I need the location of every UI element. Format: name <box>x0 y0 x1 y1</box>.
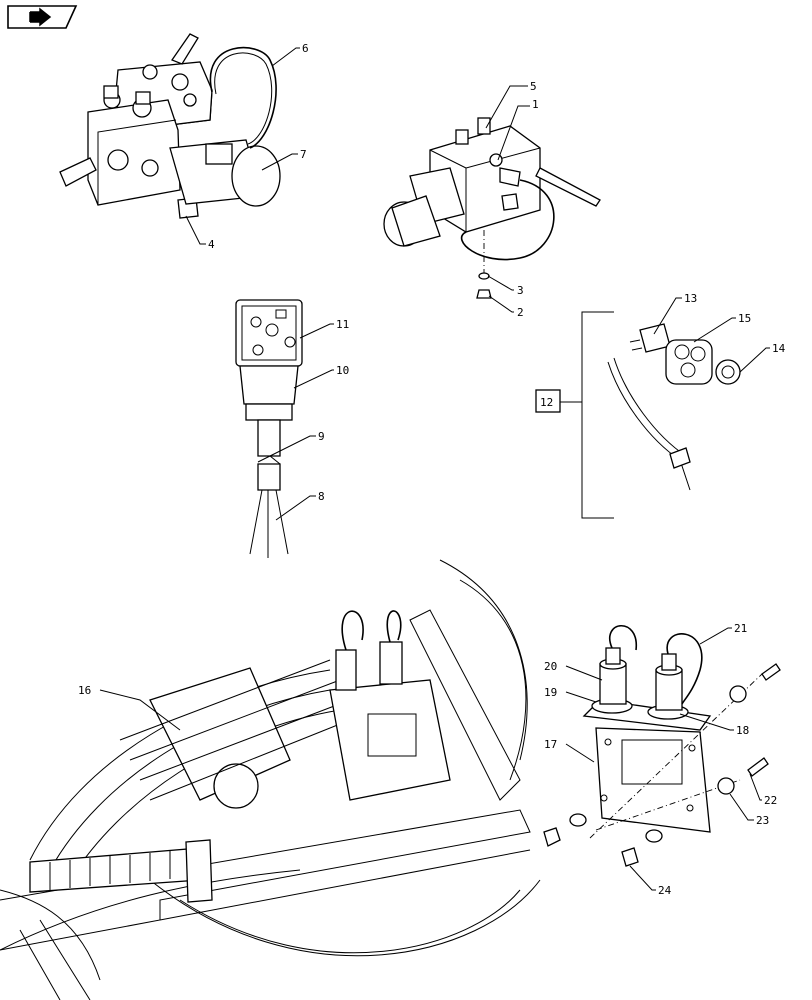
callout-17: 17 <box>544 738 557 751</box>
installation-view <box>0 559 541 1000</box>
callout-7: 7 <box>300 148 307 161</box>
callout-15: 15 <box>738 312 751 325</box>
previous-page-arrow-icon[interactable] <box>7 5 78 29</box>
callout-5: 5 <box>530 80 537 93</box>
callout-14: 14 <box>772 342 786 355</box>
callout-10: 10 <box>336 364 349 377</box>
callout-21: 21 <box>734 622 747 635</box>
callout-20: 20 <box>544 660 557 673</box>
callout-19: 19 <box>544 686 557 699</box>
seal-kit <box>535 311 741 519</box>
callout-1: 1 <box>532 98 539 111</box>
solenoid-connector <box>235 299 303 558</box>
callout-9: 9 <box>318 430 325 443</box>
bracket-assembly <box>543 625 781 867</box>
callout-24: 24 <box>658 884 672 897</box>
callout-labels: 1 2 3 4 5 6 7 8 9 10 11 12 13 14 15 16 1… <box>78 42 786 897</box>
callout-13: 13 <box>684 292 697 305</box>
callout-16: 16 <box>78 684 91 697</box>
valve-assembly-right <box>383 117 601 299</box>
callout-4: 4 <box>208 238 215 251</box>
callout-8: 8 <box>318 490 325 503</box>
callout-11: 11 <box>336 318 349 331</box>
callout-22: 22 <box>764 794 777 807</box>
callout-2: 2 <box>517 306 524 319</box>
callout-3: 3 <box>517 284 524 297</box>
callout-6: 6 <box>302 42 309 55</box>
callout-23: 23 <box>756 814 769 827</box>
callout-12: 12 <box>540 396 553 409</box>
callout-18: 18 <box>736 724 749 737</box>
valve-assembly-left <box>59 33 281 219</box>
leader-lines <box>99 47 770 891</box>
